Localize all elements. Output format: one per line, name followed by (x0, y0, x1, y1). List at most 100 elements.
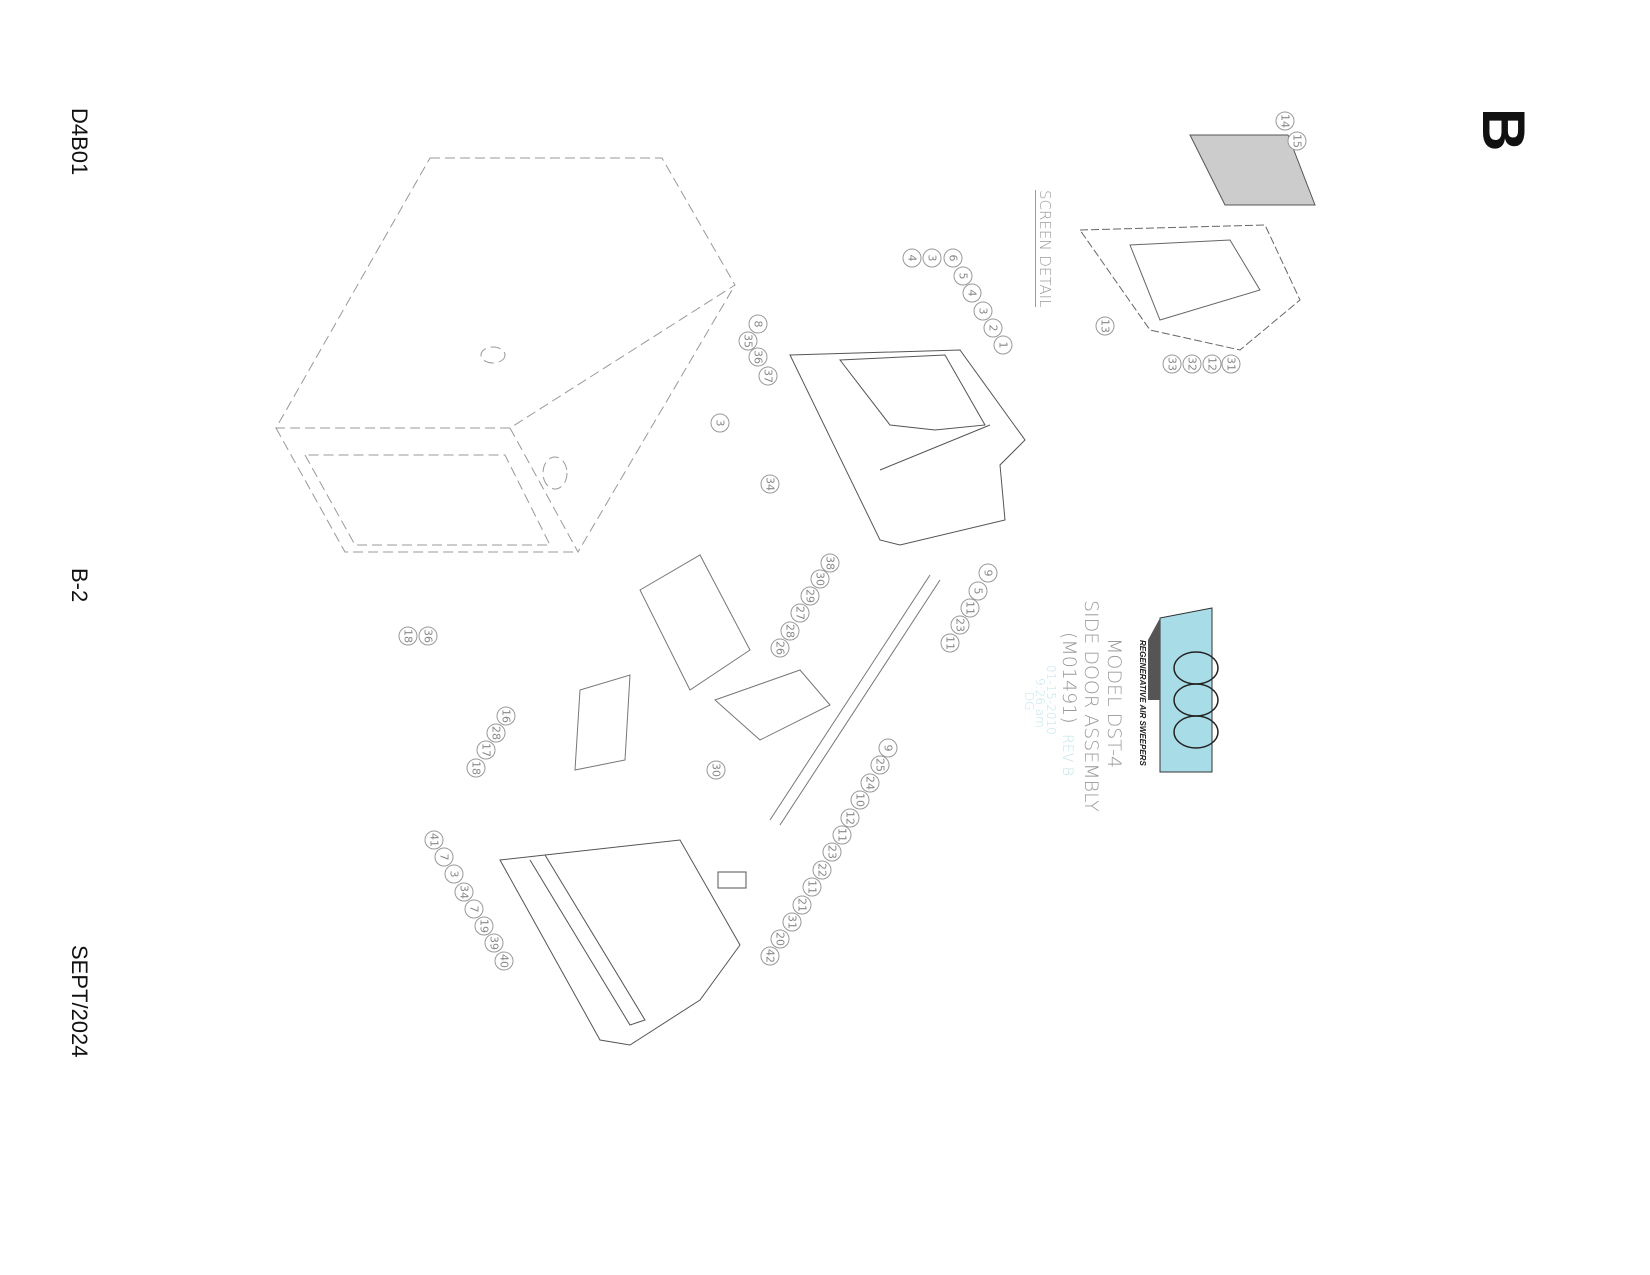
callout-circle (962, 283, 982, 303)
callout-number: 3 (448, 871, 461, 878)
callout-number: 18 (470, 761, 483, 775)
callout-circle (780, 621, 800, 641)
callout-circle (968, 581, 988, 601)
callout-10: 10 (850, 790, 870, 810)
callout-5: 5 (968, 581, 988, 601)
callout-number: 9 (982, 570, 995, 577)
logo-tagline: REGENERATIVE AIR SWEEPERS (1138, 640, 1147, 766)
callout-circle (466, 758, 486, 778)
callout-3: 3 (922, 248, 942, 268)
callout-number: 31 (786, 915, 799, 929)
callout-number: 29 (804, 589, 817, 603)
callout-6: 6 (943, 248, 963, 268)
callout-number: 35 (742, 334, 755, 348)
callout-number: 22 (816, 863, 829, 877)
callout-circle (993, 335, 1013, 355)
callout-3: 3 (973, 301, 993, 321)
callout-14: 14 (1275, 111, 1295, 131)
callout-circle (940, 633, 960, 653)
callout-circle (710, 413, 730, 433)
callout-number: 11 (964, 601, 977, 615)
callout-41: 41 (424, 830, 444, 850)
callout-number: 11 (806, 880, 819, 894)
callout-38: 38 (820, 553, 840, 573)
callout-number: 30 (814, 572, 827, 586)
callout-number: 18 (402, 629, 415, 643)
callout-7: 7 (464, 899, 484, 919)
callout-12: 12 (840, 808, 860, 828)
callout-36: 36 (748, 347, 768, 367)
callout-circle (973, 301, 993, 321)
callout-number: 37 (762, 369, 775, 383)
callout-number: 31 (1225, 357, 1238, 371)
callout-40: 40 (494, 951, 514, 971)
callout-15: 15 (1287, 131, 1307, 151)
callout-circle (850, 790, 870, 810)
callout-number: 15 (1291, 134, 1304, 148)
callout-circle (444, 864, 464, 884)
callout-number: 32 (1186, 357, 1199, 371)
callout-number: 25 (874, 758, 887, 772)
callout-4: 4 (902, 248, 922, 268)
callout-number: 8 (752, 321, 765, 328)
callout-9: 9 (878, 738, 898, 758)
callout-number: 34 (764, 477, 777, 491)
callout-33: 33 (1162, 354, 1182, 374)
callout-11: 11 (940, 633, 960, 653)
callout-circle (822, 842, 842, 862)
hopper-outline (275, 157, 736, 554)
callout-9: 9 (978, 563, 998, 583)
callout-circle (464, 899, 484, 919)
callout-34: 34 (760, 474, 780, 494)
callout-circle (1202, 354, 1222, 374)
callout-circle (758, 366, 778, 386)
callout-circle (1095, 316, 1115, 336)
callout-circle (748, 314, 768, 334)
callout-circle (870, 755, 890, 775)
callout-number: 23 (954, 618, 967, 632)
callout-11: 11 (960, 598, 980, 618)
callout-39: 39 (484, 933, 504, 953)
callout-35: 35 (738, 331, 758, 351)
callout-number: 10 (854, 793, 867, 807)
callout-28: 28 (780, 621, 800, 641)
callout-number: 23 (826, 845, 839, 859)
callout-circle (770, 929, 790, 949)
callout-circle (983, 318, 1003, 338)
callout-circle (820, 553, 840, 573)
callout-12: 12 (1202, 354, 1222, 374)
mounting-plates (574, 554, 941, 826)
callout-circle (760, 946, 780, 966)
callout-circle (950, 615, 970, 635)
callout-number: 14 (1279, 114, 1292, 128)
callout-circle (978, 563, 998, 583)
callout-number: 40 (498, 954, 511, 968)
callout-circle (398, 626, 418, 646)
callout-1: 1 (993, 335, 1013, 355)
callout-11: 11 (832, 825, 852, 845)
callout-number: 5 (972, 588, 985, 595)
callout-circle (1275, 111, 1295, 131)
callout-number: 38 (824, 556, 837, 570)
callout-25: 25 (870, 755, 890, 775)
callout-4: 4 (962, 283, 982, 303)
callout-number: 19 (478, 919, 491, 933)
callout-27: 27 (790, 603, 810, 623)
callout-13: 13 (1095, 316, 1115, 336)
callout-circle (454, 882, 474, 902)
callout-circle (486, 723, 506, 743)
callout-8: 8 (748, 314, 768, 334)
callout-number: 9 (882, 745, 895, 752)
callout-17: 17 (476, 740, 496, 760)
callout-number: 28 (784, 624, 797, 638)
callout-34: 34 (454, 882, 474, 902)
callout-7: 7 (434, 847, 454, 867)
callout-circle (738, 331, 758, 351)
callout-number: 28 (490, 726, 503, 740)
callout-circle (960, 598, 980, 618)
callout-11: 11 (802, 877, 822, 897)
callout-5: 5 (953, 266, 973, 286)
callout-36: 36 (418, 626, 438, 646)
callout-number: 3 (977, 308, 990, 315)
callout-number: 39 (488, 936, 501, 950)
